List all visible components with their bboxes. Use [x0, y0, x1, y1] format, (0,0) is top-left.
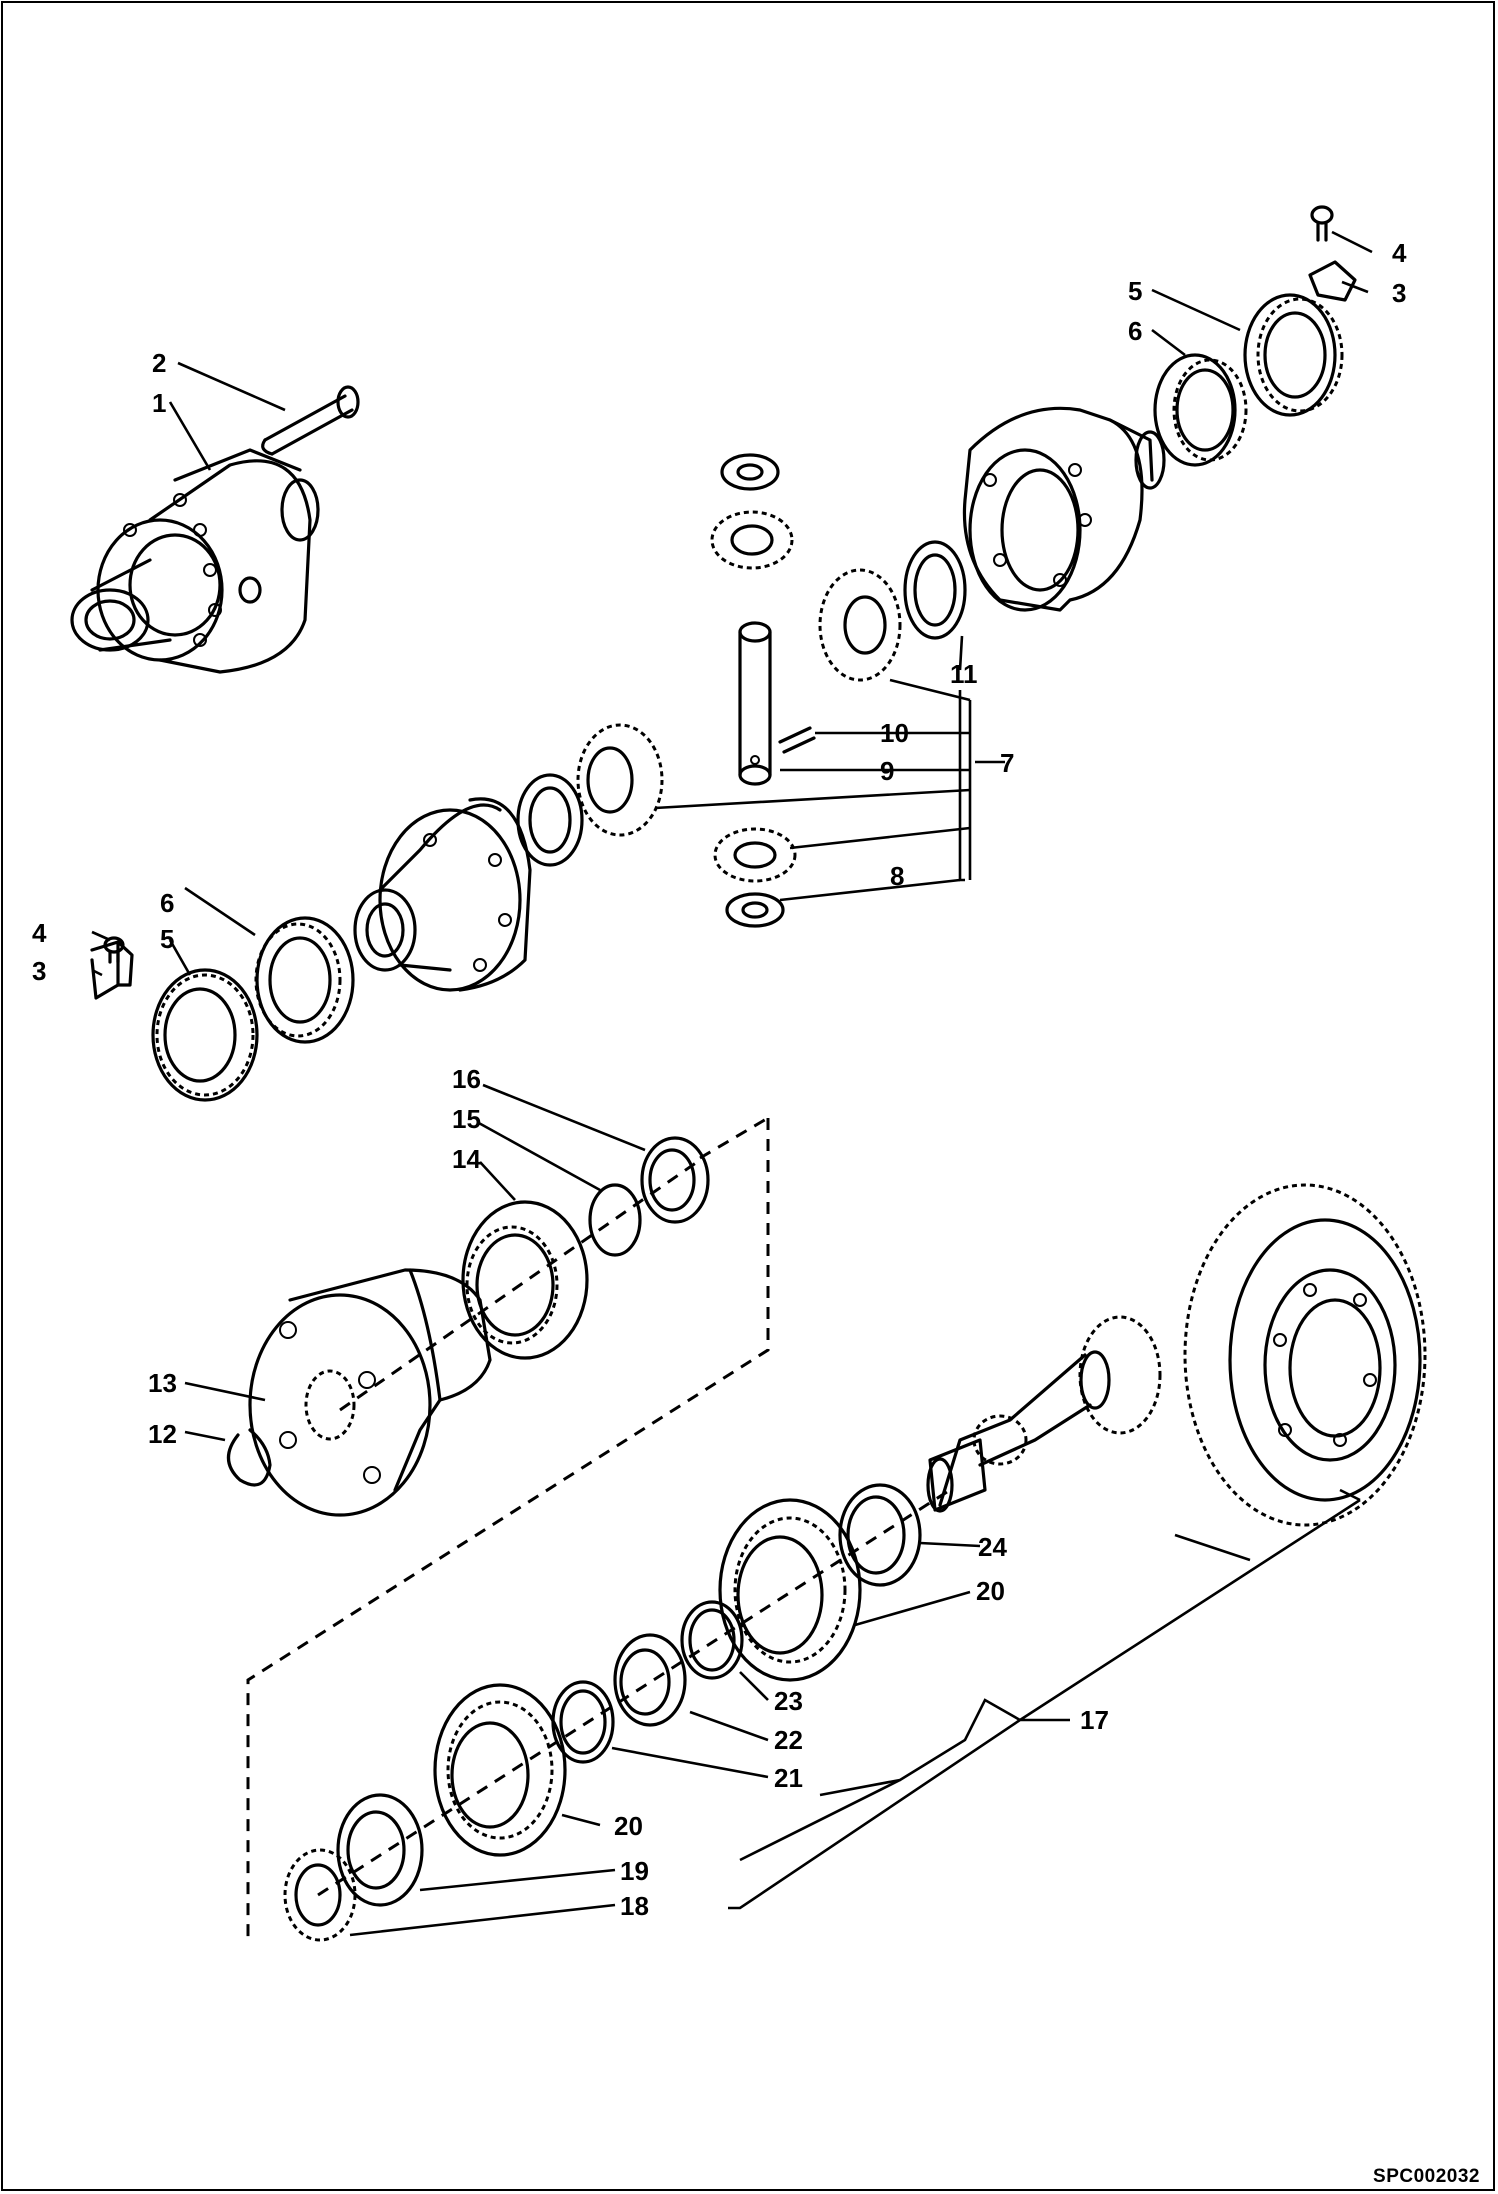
part-pinion-gear-bottom: [713, 827, 797, 883]
callout-9: 9: [880, 756, 894, 786]
part-2-bolt: [261, 385, 360, 456]
callout-4-right: 4: [1392, 238, 1407, 268]
callout-16: 16: [452, 1064, 481, 1094]
callout-15: 15: [452, 1104, 481, 1134]
callout-labels: 2 1 4 3 5 6 11 10 7 9 8 4 3 6 5 16 15 14…: [32, 238, 1407, 1921]
callout-21: 21: [774, 1763, 803, 1793]
part-15-o-ring: [588, 1183, 642, 1257]
drawing-reference-code: SPC002032: [1373, 2166, 1480, 2187]
part-thrust-washer-left: [516, 773, 584, 867]
part-spider-shaft: [738, 621, 772, 786]
part-pinion-gear-top: [710, 510, 794, 570]
callout-19: 19: [620, 1856, 649, 1886]
part-3-lock-plate-right: [1308, 260, 1357, 302]
part-1-differential-assembly: [70, 448, 320, 674]
part-carrier-half-left: [353, 797, 532, 992]
part-13-pinion-housing: [248, 1268, 492, 1517]
callout-12: 12: [148, 1419, 177, 1449]
callout-5-right: 5: [1128, 276, 1142, 306]
callout-8: 8: [890, 861, 904, 891]
housing-axis-line: [339, 1158, 701, 1412]
callout-22: 22: [774, 1725, 803, 1755]
part-6-bearing-cone-right: [1153, 353, 1248, 467]
callout-2: 2: [152, 348, 166, 378]
part-20-bearing-top: [718, 1498, 862, 1682]
callout-10: 10: [880, 718, 909, 748]
part-17-pinion-shaft: [926, 1315, 1162, 1513]
part-11-side-gear-right: [818, 568, 902, 682]
part-3-lock-plate-left: [90, 940, 134, 1000]
assembly-dashed-line: [246, 1116, 770, 1940]
callout-11: 11: [950, 659, 978, 689]
part-23-spacer-ring: [680, 1600, 744, 1680]
callout-7: 7: [1000, 748, 1014, 778]
part-side-gear-left: [576, 723, 664, 837]
callout-3-right: 3: [1392, 278, 1406, 308]
part-17-ring-gear: [1183, 1183, 1427, 1527]
callout-6-left: 6: [160, 888, 174, 918]
leader-lines: [91, 230, 1373, 1937]
callout-20-top: 20: [976, 1576, 1005, 1606]
callout-5-left: 5: [160, 924, 174, 954]
callout-4-left: 4: [32, 918, 47, 948]
part-20-bearing-bottom: [433, 1683, 567, 1857]
callout-24: 24: [978, 1532, 1007, 1562]
part-5-adjusting-nut-right: [1243, 293, 1344, 417]
part-5-adjusting-nut-left: [151, 968, 259, 1102]
part-14-bearing-cup: [461, 1200, 589, 1360]
part-thrust-washer-top: [720, 453, 780, 491]
callout-23: 23: [774, 1686, 803, 1716]
part-22-sleeve: [613, 1633, 687, 1727]
part-6-bearing-cone-left: [254, 916, 355, 1044]
callout-13: 13: [148, 1368, 177, 1398]
part-11-thrust-washer-right: [903, 540, 967, 640]
part-19-washer: [336, 1793, 424, 1907]
part-4-screw-left: [103, 936, 125, 964]
callout-18: 18: [620, 1891, 649, 1921]
callout-6-right: 6: [1128, 316, 1142, 346]
part-carrier-half-right: [962, 406, 1166, 612]
part-12-snap-ring: [226, 1428, 272, 1487]
callout-20-bottom: 20: [614, 1811, 643, 1841]
part-10-pin: [778, 726, 816, 754]
part-8-thrust-washer-bottom: [725, 892, 785, 928]
callout-14: 14: [452, 1144, 481, 1174]
part-18-nut: [283, 1848, 357, 1942]
part-24-shim: [838, 1483, 922, 1587]
callout-17: 17: [1080, 1705, 1109, 1735]
callout-3-left: 3: [32, 956, 46, 986]
callout-1: 1: [152, 388, 166, 418]
part-4-screw-right: [1310, 205, 1334, 242]
part-16-seal: [640, 1136, 710, 1224]
